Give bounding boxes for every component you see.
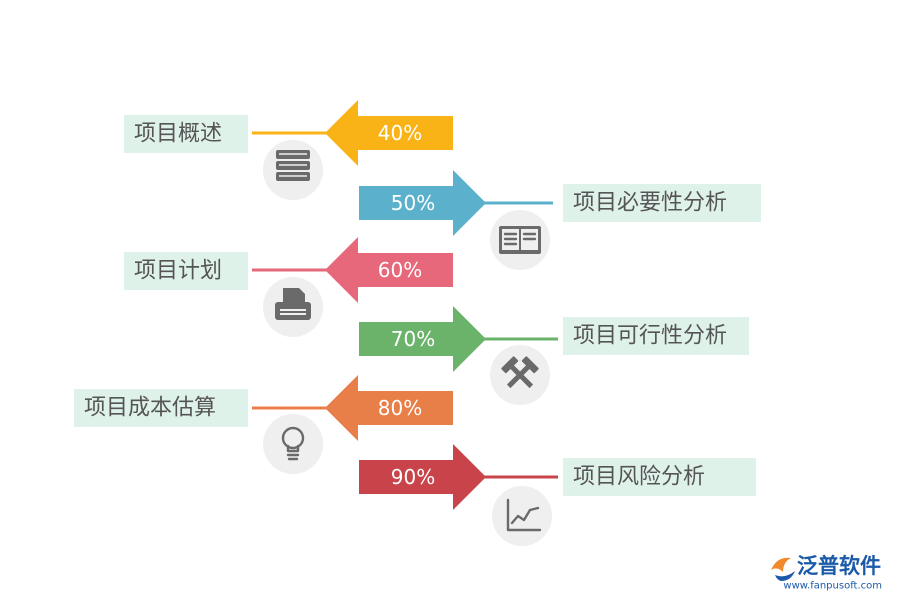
arrow-1 — [325, 100, 453, 166]
label-4: 项目可行性分析 — [573, 324, 727, 349]
label-2: 项目必要性分析 — [573, 191, 727, 216]
label-box-2 — [563, 184, 761, 222]
label-box-6 — [563, 458, 756, 496]
label-6: 项目风险分析 — [573, 465, 705, 490]
percent-5: 80% — [378, 396, 422, 420]
label-5: 项目成本估算 — [84, 396, 216, 421]
arrow-6 — [359, 444, 486, 510]
logo-mark-icon — [771, 557, 795, 581]
arrow-4 — [359, 306, 486, 372]
row-5: 80% 项目成本估算 — [74, 375, 453, 474]
label-1: 项目概述 — [134, 122, 222, 147]
trend-chart-icon — [492, 486, 552, 546]
logo: 泛普软件 www.fanpusoft.com — [771, 554, 882, 592]
row-4: 70% 项目可行性分析 — [359, 306, 749, 405]
logo-url: www.fanpusoft.com — [783, 581, 882, 592]
percent-4: 70% — [391, 327, 435, 351]
percent-1: 40% — [378, 121, 422, 145]
arrow-5 — [325, 375, 453, 441]
lightbulb-icon — [263, 414, 323, 474]
open-book-icon — [490, 210, 550, 270]
label-box-1 — [124, 115, 248, 153]
logo-name: 泛普软件 — [797, 554, 881, 578]
percent-2: 50% — [391, 191, 435, 215]
row-2: 50% 项目必要性分析 — [359, 170, 761, 270]
percent-6: 90% — [391, 465, 435, 489]
printer-icon — [263, 277, 323, 337]
label-box-4 — [563, 317, 749, 355]
row-1: 40% 项目概述 — [124, 100, 453, 200]
label-box-3 — [124, 252, 248, 290]
arrow-2 — [359, 170, 486, 236]
percent-3: 60% — [378, 258, 422, 282]
row-3: 60% 项目计划 — [124, 237, 453, 337]
hammers-icon — [490, 345, 550, 405]
books-icon — [263, 140, 323, 200]
label-box-5 — [74, 389, 248, 427]
label-3: 项目计划 — [134, 259, 222, 284]
row-6: 90% 项目风险分析 — [359, 444, 756, 546]
arrow-3 — [325, 237, 453, 303]
